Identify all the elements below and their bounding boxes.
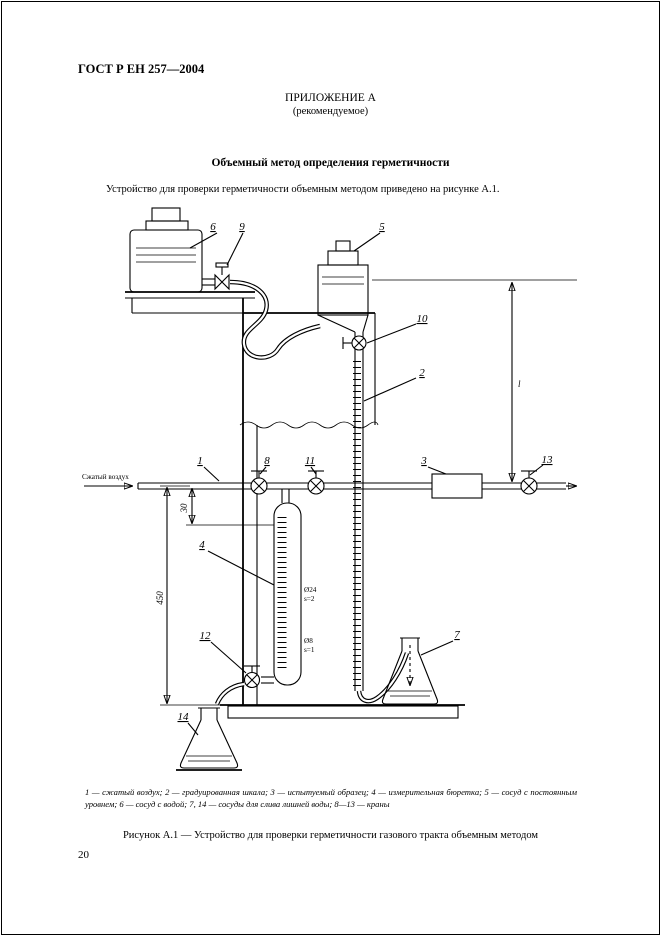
compressed-air-label: Сжатый воздух <box>82 473 129 481</box>
burette-outer-wall-label: s=2 <box>304 595 315 603</box>
callout-3: 3 <box>420 455 427 467</box>
callout-leaders <box>187 232 544 736</box>
platform <box>220 704 465 719</box>
overflow-flask-right <box>381 637 439 705</box>
callout-13: 13 <box>542 454 554 466</box>
overflow-flask-left <box>176 707 242 771</box>
test-specimen <box>431 473 483 499</box>
dimension-30 <box>186 489 274 526</box>
dim-l-label: l <box>518 379 521 389</box>
callout-9: 9 <box>239 221 245 233</box>
callout-11: 11 <box>305 455 315 467</box>
intro-paragraph: Устройство для проверки герметичности об… <box>106 184 500 195</box>
valve-13 <box>520 470 538 495</box>
figure-a1: Сжатый воздух <box>80 203 580 781</box>
valve-11 <box>307 470 325 495</box>
dim-450-label: 450 <box>155 591 165 605</box>
appendix-subtitle: (рекомендуемое) <box>292 106 369 117</box>
dimension-l <box>372 279 577 481</box>
callout-10: 10 <box>417 313 429 325</box>
callout-6: 6 <box>210 221 216 233</box>
callout-2: 2 <box>419 367 425 379</box>
dim-30-label: 30 <box>179 503 189 514</box>
water-tank <box>129 207 203 293</box>
valve-12 <box>243 665 261 689</box>
callout-14: 14 <box>178 711 190 723</box>
drain-tube-right <box>356 645 410 704</box>
figure-legend: 1 — сжатый воздух; 2 — градуированная шк… <box>85 787 577 810</box>
burette-inner-wall-label: s=1 <box>304 646 315 654</box>
appendix-title: ПРИЛОЖЕНИЕ А <box>285 92 376 104</box>
main-pipe <box>84 483 576 489</box>
dimension-450 <box>160 485 226 706</box>
constant-level-vessel <box>317 240 369 333</box>
supply-hose <box>229 279 321 360</box>
callout-1: 1 <box>197 455 203 467</box>
burette-inner-dia-label: Ø8 <box>304 637 313 645</box>
burette-dia-labels: Ø24 s=2 Ø8 s=1 <box>304 586 317 654</box>
valve-8 <box>250 470 268 495</box>
graduated-tube <box>353 332 364 691</box>
callout-12: 12 <box>200 630 212 642</box>
drain-pipe-left <box>214 681 245 705</box>
burette-outer-dia-label: Ø24 <box>304 586 317 594</box>
doc-number: ГОСТ Р ЕН 257—2004 <box>78 62 205 76</box>
callout-5: 5 <box>379 221 385 233</box>
figure-caption: Рисунок А.1 — Устройство для проверки ге… <box>122 830 539 841</box>
section-title: Объемный метод определения герметичности <box>211 157 450 169</box>
measuring-burette <box>261 489 302 686</box>
page-number: 20 <box>78 849 89 861</box>
tank-valve <box>202 262 230 291</box>
callout-8: 8 <box>264 455 270 467</box>
tube-valve <box>342 335 367 351</box>
callout-7: 7 <box>454 629 460 641</box>
apparatus-diagram: Сжатый воздух <box>82 207 577 771</box>
callout-4: 4 <box>199 539 205 551</box>
